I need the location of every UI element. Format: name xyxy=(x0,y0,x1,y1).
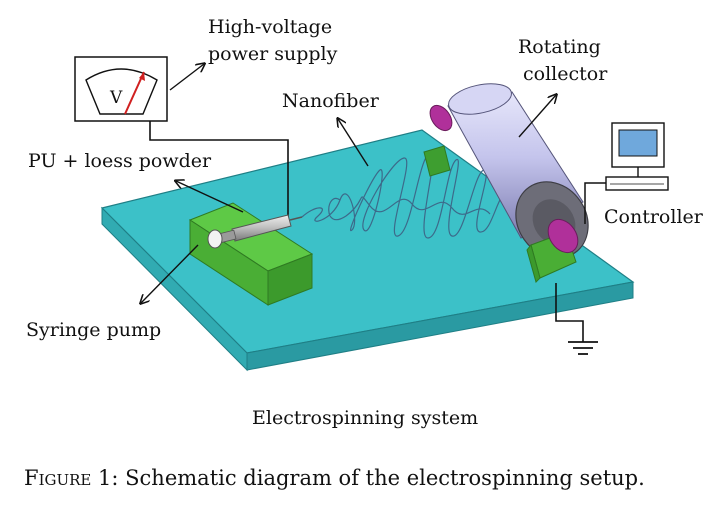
label-pu-loess: PU + loess powder xyxy=(28,150,212,172)
syringe-needle xyxy=(289,216,303,221)
drum-back-end xyxy=(448,83,512,115)
label-power-supply-line1: High-voltage xyxy=(208,16,332,38)
voltmeter-needle-tip xyxy=(139,72,145,81)
voltmeter-symbol: V xyxy=(109,88,123,108)
syringe-knob xyxy=(207,229,223,249)
table-platform xyxy=(100,129,635,372)
hv-wire xyxy=(149,121,289,222)
ground-connection xyxy=(555,283,598,355)
back-cap xyxy=(429,104,453,132)
label-controller: Controller xyxy=(604,206,704,228)
figure-caption-text: Schematic diagram of the electrospinning… xyxy=(118,466,644,490)
table-left-side xyxy=(101,206,248,372)
label-syringe-pump: Syringe pump xyxy=(26,319,161,341)
voltmeter-needle-red xyxy=(124,71,145,115)
front-cap xyxy=(547,218,579,254)
label-power-supply-line2: power supply xyxy=(208,43,338,65)
keyboard xyxy=(605,176,669,191)
figure-caption-prefix: Figure 1: xyxy=(24,466,118,490)
nanofiber-jet xyxy=(301,151,509,239)
controller-computer xyxy=(605,122,669,191)
power-supply-arrow xyxy=(169,64,204,91)
syringe xyxy=(207,214,303,249)
pu-loess-arrow xyxy=(176,181,244,213)
label-system: Electrospinning system xyxy=(252,407,478,429)
pump-right xyxy=(267,253,313,306)
nanofiber-arrow xyxy=(338,119,369,167)
label-rotating-line1: Rotating xyxy=(518,36,601,58)
rotating-collector-arrow xyxy=(518,95,556,138)
ground-wire xyxy=(555,283,584,342)
label-rotating-line2: collector xyxy=(523,63,608,85)
power-supply: V xyxy=(74,56,168,122)
label-nanofiber: Nanofiber xyxy=(282,90,380,112)
controller-cable xyxy=(584,182,606,224)
collector-front-mount-side xyxy=(526,243,541,283)
monitor-screen xyxy=(618,129,658,157)
syringe-pump-arrow xyxy=(141,244,199,303)
collector-back-mount xyxy=(423,145,451,177)
rotating-collector xyxy=(423,83,589,283)
figure-caption: Figure 1: Schematic diagram of the elect… xyxy=(24,466,645,490)
